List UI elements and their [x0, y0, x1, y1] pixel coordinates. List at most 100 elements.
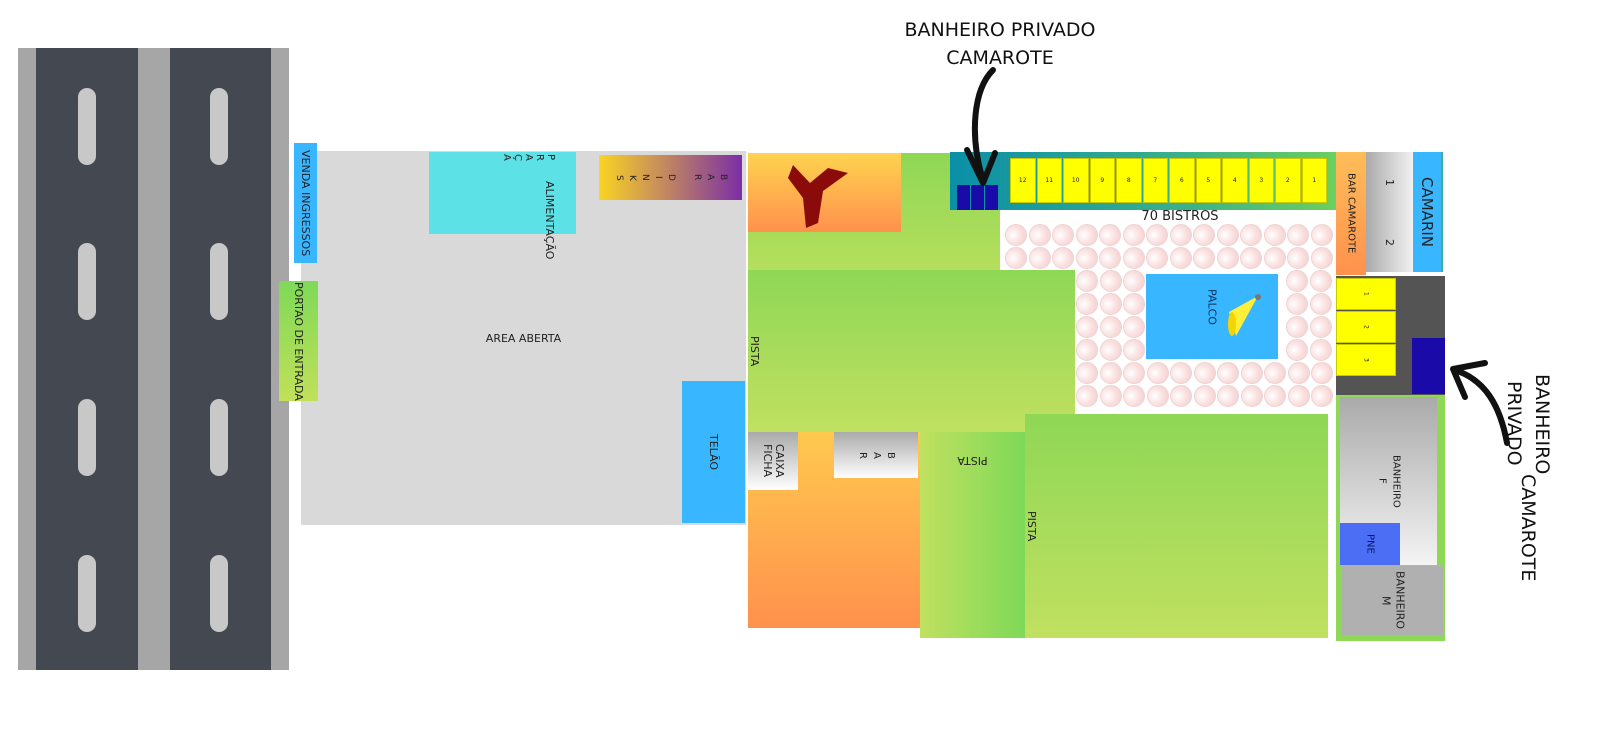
bistro-table	[1099, 339, 1122, 361]
bistro-table	[1240, 385, 1263, 407]
bistro-table	[1123, 293, 1145, 315]
pne-bathroom: PNE	[1340, 523, 1400, 565]
bistro-table	[1286, 339, 1308, 361]
bistro-table	[1076, 385, 1098, 407]
bistro-table	[1263, 224, 1286, 246]
palco-label: PALCO	[1205, 288, 1219, 325]
bistro-table	[1240, 362, 1263, 384]
bistro-table	[1146, 385, 1169, 407]
bistro-table	[1099, 362, 1122, 384]
road-dash	[78, 555, 96, 632]
bistro-table	[1287, 224, 1309, 246]
side-seat: 2	[1336, 311, 1396, 343]
pne-label: PNE	[1364, 534, 1376, 554]
bistro-table	[1052, 247, 1074, 269]
bar-camarote-label: BAR CAMAROTE	[1345, 173, 1357, 254]
camarote-seat: 10	[1063, 158, 1089, 203]
area-aberta-label: AREA ABERTA	[485, 331, 562, 345]
pista-main-label: PISTA	[748, 335, 761, 367]
road-dash	[78, 88, 96, 165]
bistro-table	[1309, 270, 1332, 292]
camarote-seat: 11	[1036, 158, 1062, 203]
bistro-table	[1146, 362, 1169, 384]
bistro-table	[1028, 224, 1051, 246]
bistro-table	[1216, 247, 1239, 269]
road-dash	[78, 243, 96, 320]
bistro-table	[1099, 247, 1121, 269]
pista-lower: PISTA	[1025, 414, 1328, 638]
praca-label: P R A Ç A	[501, 154, 556, 161]
bistro-table	[1076, 270, 1098, 292]
bistro-table	[1123, 339, 1145, 361]
bistro-table	[1310, 247, 1333, 269]
camarote-seat: 2	[1275, 158, 1301, 203]
arrow-down-icon	[964, 67, 998, 186]
annotation-right-line2: CAMAROTE	[1517, 473, 1539, 582]
bistro-table	[1311, 362, 1333, 384]
bistro-table	[1193, 224, 1215, 246]
bistro-table	[1311, 385, 1333, 407]
bistro-table	[1169, 224, 1192, 246]
camarote-seat: 1	[1301, 158, 1327, 203]
bistro-table	[1076, 339, 1098, 361]
bistro-table	[1240, 224, 1262, 246]
pista-main: PISTA	[748, 270, 1075, 432]
banheiro-m-label: BANHEIRO M	[1379, 571, 1407, 630]
bar-camarote: BAR CAMAROTE	[1336, 152, 1366, 275]
bistro-table	[1240, 247, 1262, 269]
bistro-table	[1286, 293, 1308, 315]
annotation-top-line2: CAMAROTE	[946, 47, 1054, 69]
bistro-table	[1099, 270, 1122, 292]
bistro-table	[1217, 362, 1239, 384]
pista-flipped-label: PISTA	[957, 454, 988, 467]
camarin-room-1: 1	[1366, 152, 1413, 212]
bistro-table	[1264, 362, 1286, 384]
venda-ingressos: VENDA INGRESSOS	[294, 143, 317, 263]
bistro-table	[1146, 247, 1168, 269]
bistro-table	[1310, 224, 1333, 246]
venda-ingressos-label: VENDA INGRESSOS	[299, 149, 312, 257]
annotation-right-line1: BANHEIRO PRIVADO	[1503, 373, 1553, 474]
road-median	[138, 48, 170, 670]
blocked-area	[748, 153, 901, 232]
x-mark-icon	[788, 165, 848, 228]
praca-alimentacao: P R A Ç A ALIMENTAÇÃO	[429, 152, 576, 259]
bistro-table	[1005, 224, 1027, 246]
bistro-table	[1052, 224, 1074, 246]
bistro-table	[1309, 316, 1332, 338]
bistro-table	[1286, 316, 1308, 338]
palco: PALCO	[1146, 274, 1278, 359]
bistro-table	[1122, 247, 1145, 269]
bar-drinks: B A R D I N K S	[599, 155, 742, 200]
telao: TELÃO	[682, 381, 745, 523]
private-bathroom	[957, 185, 970, 210]
bistro-table	[1076, 362, 1098, 384]
pista-flipped: PISTA	[920, 432, 1025, 638]
road-dash	[210, 555, 228, 632]
camarote-seat: 12	[1010, 158, 1036, 203]
road-dash	[78, 399, 96, 476]
private-bathroom	[971, 185, 984, 210]
bistro-table	[1169, 247, 1192, 269]
banheiro-m: BANHEIRO M	[1342, 566, 1443, 635]
side-seat: 1	[1336, 278, 1396, 310]
road-dash	[210, 88, 228, 165]
annotation-top: BANHEIRO PRIVADO CAMAROTE	[880, 16, 1120, 72]
bistro-table	[1123, 362, 1145, 384]
camarote-seat: 9	[1089, 158, 1115, 203]
side-seat: 3	[1336, 344, 1396, 376]
portao-entrada-label: PORTAO DE ENTRADA	[292, 281, 305, 401]
bistro-table	[1193, 385, 1216, 407]
bistro-table	[1028, 247, 1051, 269]
camarin-label: CAMARIN	[1418, 176, 1436, 247]
bistro-table	[1075, 247, 1098, 269]
bistro-table	[1287, 385, 1310, 407]
pista-lower-label: PISTA	[1025, 510, 1038, 542]
bistro-table	[1309, 339, 1332, 361]
camarin-room-label: 1	[1383, 178, 1396, 186]
bistro-table	[1193, 247, 1215, 269]
bistro-table	[1076, 316, 1098, 338]
bistro-table	[1123, 385, 1145, 407]
bistros-title: 70 BISTROS	[1141, 209, 1219, 224]
caixa-ficha-label: CAIXA FICHA	[761, 444, 786, 478]
